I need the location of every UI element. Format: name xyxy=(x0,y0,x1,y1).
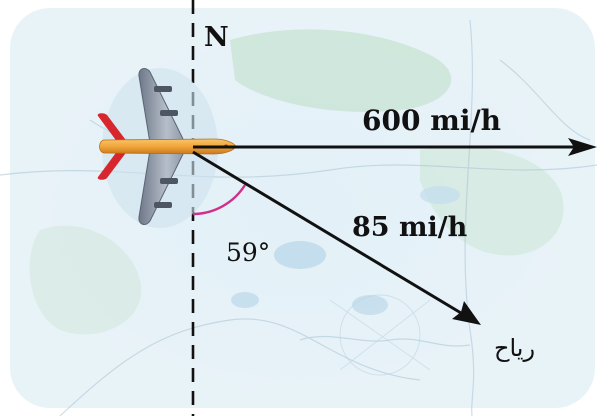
plane-speed-label: 600 mi/h xyxy=(362,104,502,137)
wind-speed-label: 85 mi/h xyxy=(352,212,468,243)
angle-arc xyxy=(192,184,247,216)
plane-arrowhead xyxy=(568,138,597,156)
wind-velocity-arrow xyxy=(192,150,467,318)
angle-label: 59° xyxy=(226,238,271,267)
wind-label: رياح xyxy=(494,334,536,362)
airplane-icon xyxy=(97,68,237,228)
wind-arrowhead xyxy=(452,301,481,325)
north-label: N xyxy=(204,22,229,53)
